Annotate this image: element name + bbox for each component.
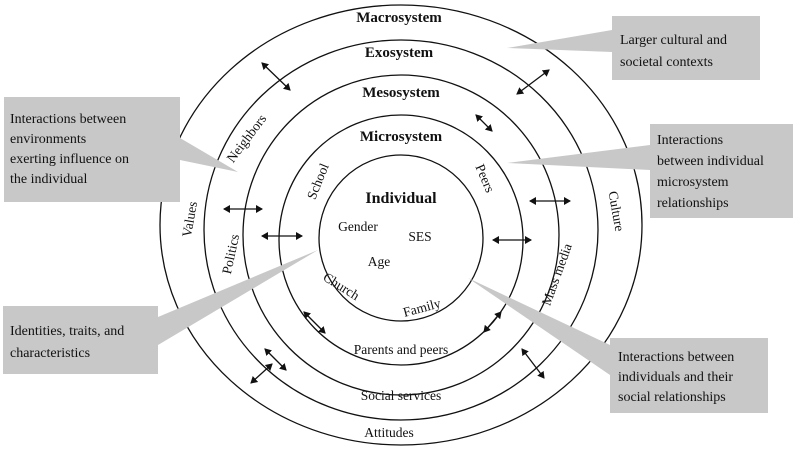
arrow-meso-exo-bottomright [521, 348, 545, 379]
macro-values: Values [179, 200, 200, 238]
arrow-micro-meso-bottomright [483, 311, 502, 333]
callout-text-individual: Identities, traits, and characteristics [10, 324, 128, 361]
trait-age: Age [368, 254, 391, 269]
arrow-exo-macro-bottomleft [250, 363, 273, 384]
individual-title: Individual [365, 190, 437, 207]
arrow-macro-exo-topright [516, 69, 550, 95]
macro-attitudes: Attitudes [364, 425, 414, 440]
callout-box-meso [650, 124, 793, 218]
trait-gender: Gender [338, 219, 378, 234]
callout-box-exo [4, 97, 180, 202]
arrow-exo-meso-topright [475, 114, 493, 132]
callout-text-exo: Interactions between environments exerti… [10, 112, 132, 187]
macrosystem-title: Macrosystem [356, 10, 442, 26]
microsystem-title: Microsystem [360, 129, 443, 145]
trait-ses: SES [408, 229, 431, 244]
meso-parents-peers: Parents and peers [354, 342, 448, 357]
exosystem-title: Exosystem [365, 45, 434, 61]
callout-pointer-micro [468, 278, 610, 375]
callout-pointer-macro [507, 30, 612, 52]
mesosystem-title: Mesosystem [362, 85, 440, 101]
macro-culture: Culture [606, 190, 628, 232]
callout-text-micro: Interactions between individuals and the… [618, 350, 738, 405]
callout-pointer-exo [180, 138, 238, 172]
arrow-macro-exo-topleft [261, 62, 291, 91]
callout-text-meso: Interactions between individual microsys… [657, 133, 767, 211]
callout-box-micro [610, 338, 768, 413]
callout-pointer-individual [158, 250, 318, 345]
arrow-micro-meso-bottomleft [303, 311, 326, 334]
individual-ring [318, 154, 484, 322]
callout-text-macro: Larger cultural and societal contexts [620, 33, 731, 70]
callout-box-individual [3, 306, 158, 374]
arrow-meso-exo-bottomleft [264, 348, 287, 371]
callout-pointer-meso [507, 145, 650, 170]
callout-box-macro [612, 16, 760, 80]
exo-social-services: Social services [361, 388, 442, 403]
